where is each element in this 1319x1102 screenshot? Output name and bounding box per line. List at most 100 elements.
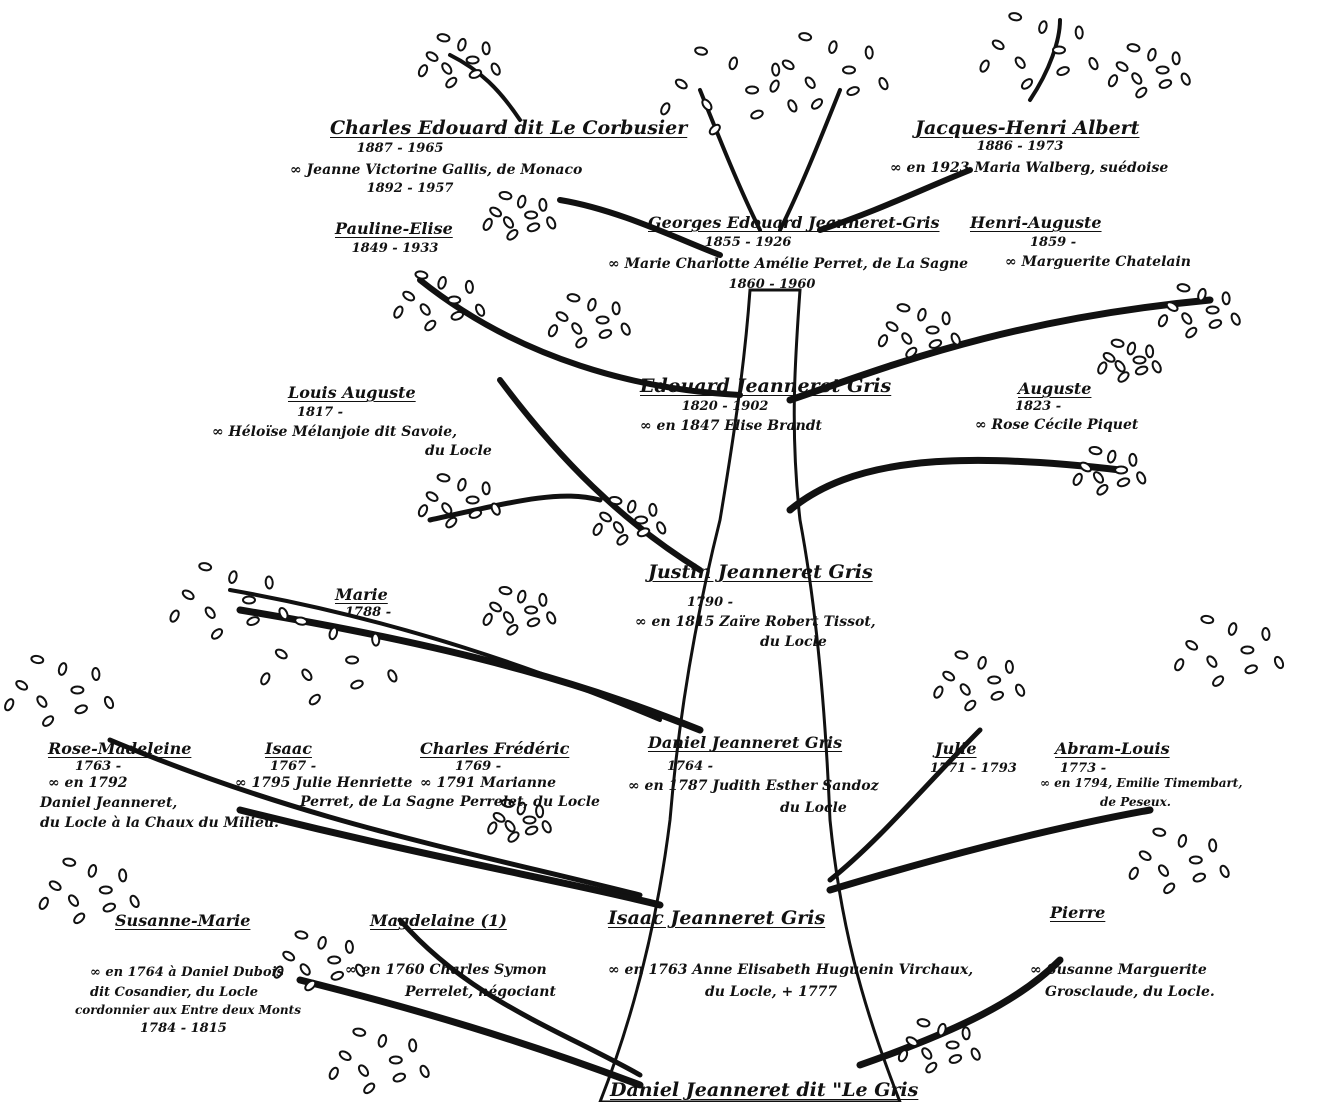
leaf-193 (1244, 664, 1258, 675)
leaf-45 (1171, 51, 1181, 66)
leaf-146 (210, 628, 224, 640)
leaf-137 (1088, 445, 1103, 456)
leaf-162 (516, 589, 527, 604)
leaf-90 (925, 325, 940, 335)
spouse-louis-auguste: ∞ Héloïse Mélanjoie dit Savoie, (212, 424, 457, 440)
leaf-201 (504, 820, 516, 833)
branch-edouard-left (417, 277, 743, 398)
leaf-107 (1110, 338, 1125, 348)
leaf-139 (1072, 472, 1083, 486)
leaf-133 (1116, 477, 1131, 488)
leaf-209 (487, 821, 498, 835)
leaf-148 (278, 606, 289, 621)
leaf-228 (354, 963, 366, 977)
dates-julie: 1771 - 1793 (930, 761, 1017, 776)
dates-marie: 1788 - (345, 605, 392, 620)
dates-jacques-henri: 1886 - 1973 (976, 139, 1064, 154)
leaf-132 (1106, 449, 1117, 464)
leaf-161 (502, 611, 515, 624)
leaf-151 (301, 668, 313, 682)
leaf-54 (489, 206, 503, 218)
leaf-219 (38, 896, 49, 910)
leaf-212 (87, 864, 98, 878)
leaf-27 (798, 32, 813, 42)
leaf-14 (674, 78, 688, 90)
leaf-20 (842, 65, 856, 75)
leaf-177 (30, 654, 45, 665)
name-charles-frederic: Charles Frédéric (420, 739, 570, 758)
branch-pierre (856, 956, 1064, 1069)
leaf-173 (74, 704, 88, 715)
leaf-230 (1188, 855, 1203, 865)
leaf-23 (846, 86, 860, 97)
name-charles-edouard: Charles Edouard dit Le Corbusier (330, 117, 688, 139)
spouse-isaac2: ∞ 1795 Julie Henriette (235, 775, 413, 791)
leaf-164 (489, 601, 503, 613)
leaf-150 (345, 655, 360, 665)
leaf-231 (1157, 864, 1170, 877)
leaf-88 (620, 322, 631, 336)
spouse2-susanne-marie: dit Cosandier, du Locle (90, 985, 259, 1000)
leaf-58 (546, 216, 557, 230)
leaf-242 (377, 1034, 388, 1048)
spouse2-charles-frederic: Perrelet, du Locle (460, 794, 600, 810)
leaf-147 (198, 562, 213, 572)
leaf-46 (1135, 86, 1148, 99)
leaf-192 (1227, 622, 1238, 636)
leaf-71 (419, 303, 431, 316)
leaf-42 (1147, 47, 1157, 62)
leaf-63 (1208, 319, 1223, 329)
leaf-50 (524, 210, 539, 220)
leaf-225 (344, 939, 354, 954)
leaf-16 (708, 123, 721, 136)
leaf-99 (877, 334, 889, 348)
spouse2-justin: du Locle (760, 634, 827, 650)
name-marie: Marie (335, 585, 388, 604)
leaf-216 (73, 912, 86, 925)
leaf-232 (1177, 834, 1188, 848)
branch-susanne-marie (296, 976, 644, 1089)
leaf-194 (1185, 639, 1199, 651)
dates-charles-frederic: 1769 - (455, 759, 502, 774)
name-georges: Georges Edouard Jeanneret-Gris (648, 213, 940, 232)
leaf-160 (524, 605, 539, 615)
spouse-abram-louis: ∞ en 1794, Emilie Timembart, (1040, 776, 1243, 790)
leaf-224 (282, 950, 296, 962)
spouse-dates-charles-edouard: 1892 - 1957 (366, 181, 454, 196)
leaf-122 (626, 499, 637, 514)
leaf-36 (1020, 78, 1034, 90)
leaf-125 (648, 502, 658, 517)
name-jacques-henri: Jacques-Henri Albert (915, 117, 1140, 139)
leaf-184 (942, 670, 956, 682)
spouse-susanne-marie: ∞ en 1764 à Daniel Dubois (90, 965, 284, 980)
leaf-40 (1155, 65, 1170, 75)
leaf-119 (417, 504, 429, 518)
leaf-84 (555, 311, 569, 322)
leaf-138 (1136, 471, 1147, 485)
leaf-245 (408, 1038, 418, 1053)
leaf-251 (921, 1047, 933, 1060)
leaf-15 (771, 62, 781, 77)
leaf-182 (977, 655, 987, 670)
leaf-19 (660, 102, 671, 116)
dates-justin: 1790 - (686, 595, 734, 610)
leaf-157 (294, 616, 309, 626)
leaf-85 (611, 301, 621, 316)
branch-auguste (786, 456, 1124, 514)
leaf-82 (587, 297, 597, 312)
leaf-218 (129, 894, 140, 909)
leaf-130 (1114, 465, 1129, 475)
leaf-241 (357, 1064, 370, 1077)
leaf-25 (864, 45, 874, 60)
leaf-0 (465, 55, 480, 65)
leaf-198 (1273, 655, 1285, 670)
leaf-2 (457, 37, 467, 52)
leaf-110 (465, 495, 480, 505)
branch-charles (448, 53, 522, 122)
branch-rose (107, 737, 643, 898)
leaf-215 (118, 868, 128, 883)
leaf-175 (91, 667, 101, 681)
leaf-108 (1151, 360, 1162, 374)
leaf-143 (246, 616, 260, 627)
